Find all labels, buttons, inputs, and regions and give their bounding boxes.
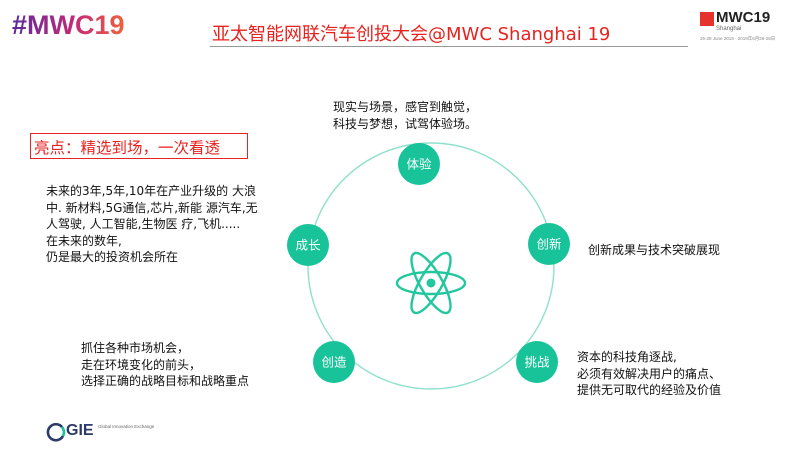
node-chuangzao-label: 创造 xyxy=(321,355,347,370)
node-tiaozhan-label: 挑战 xyxy=(524,355,550,370)
note-chengzhang-line: 中. 新材料,5G通信,芯片,新能 源汽车,无 xyxy=(46,200,258,215)
note-chuangzao: 抓住各种市场机会， 走在环境变化的前头， 选择正确的战略目标和战略重点 xyxy=(81,340,249,390)
mwc19-logo: #MWC19 xyxy=(12,10,125,40)
highlight-box xyxy=(30,133,248,159)
note-tiaozhan-line: 提供无可取代的经验及价值 xyxy=(577,383,722,397)
note-tiyan-line: 现实与场景，感官到触觉， xyxy=(333,100,478,114)
note-chuangzao-line: 选择正确的战略目标和战略重点 xyxy=(81,374,250,388)
page-title: 亚太智能网联汽车创投大会@MWC Shanghai 19 xyxy=(212,24,611,45)
title-underline xyxy=(210,46,688,47)
note-chuangxin: 创新成果与技术突破展现 xyxy=(588,242,720,259)
node-chengzhang-label: 成长 xyxy=(295,238,321,253)
note-chuangxin-line: 创新成果与技术突破展现 xyxy=(588,243,721,257)
mwc-logo-sub: Shanghai xyxy=(716,26,742,32)
highlight-text: 亮点：精选到场，一次看透 xyxy=(34,139,221,157)
mwc-shanghai-logo: MWC19 Shanghai 26-28 June 2019 · 2019年6月… xyxy=(700,9,790,48)
node-tiyan: 体验 xyxy=(398,143,440,185)
node-chuangxin: 创新 xyxy=(528,223,570,265)
node-chuangzao: 创造 xyxy=(313,341,355,383)
note-tiyan: 现实与场景，感官到触觉， 科技与梦想，试驾体验场。 xyxy=(333,99,477,132)
note-tiaozhan-line: 必须有效解决用户的痛点、 xyxy=(577,366,722,381)
note-tiyan-line: 科技与梦想，试驾体验场。 xyxy=(333,116,478,131)
mwc-logo-dates: 26-28 June 2019 · 2019年6月26-28日 xyxy=(700,36,776,41)
mwc-logo-mark-icon xyxy=(700,12,714,26)
mwc-logo-text: MWC19 xyxy=(716,9,771,26)
note-chuangzao-line: 抓住各种市场机会， xyxy=(81,341,190,355)
note-chengzhang-line: 仍是最大的投资机会所在 xyxy=(46,250,179,264)
note-chengzhang-line: 未来的3年,5年,10年在产业升级的 大浪 xyxy=(46,184,256,198)
node-tiaozhan: 挑战 xyxy=(516,341,558,383)
gie-logo-sub: Global Innovation Exchange xyxy=(98,424,155,429)
gie-logo: GIE Global Innovation Exchange xyxy=(46,421,166,443)
node-chengzhang: 成长 xyxy=(287,224,329,266)
gie-logo-text: GIE xyxy=(66,422,94,439)
note-chengzhang-line: 人驾驶, 人工智能,生物医 疗,飞机..... xyxy=(46,217,241,231)
node-tiyan-label: 体验 xyxy=(406,157,432,172)
note-chengzhang-line: 在未来的数年, xyxy=(46,233,122,248)
note-tiaozhan-line: 资本的科技角逐战, xyxy=(577,350,677,364)
note-tiaozhan: 资本的科技角逐战, 必须有效解决用户的痛点、 提供无可取代的经验及价值 xyxy=(577,349,721,399)
note-chengzhang: 未来的3年,5年,10年在产业升级的 大浪 中. 新材料,5G通信,芯片,新能 … xyxy=(46,183,258,266)
node-chuangxin-label: 创新 xyxy=(536,237,561,252)
note-chuangzao-line: 走在环境变化的前头， xyxy=(81,357,202,372)
atom-icon xyxy=(395,251,467,315)
gie-logo-icon xyxy=(46,423,66,442)
